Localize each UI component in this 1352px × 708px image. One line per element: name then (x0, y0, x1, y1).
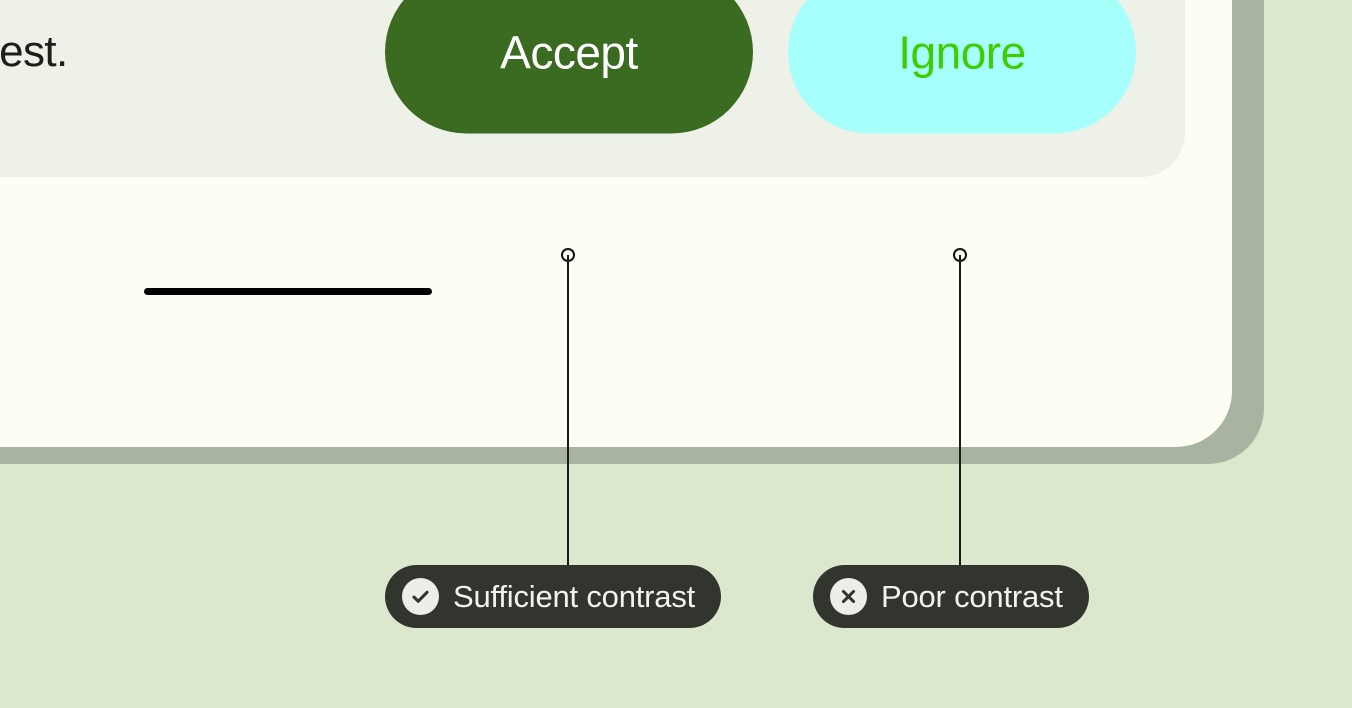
text-underline-bar (144, 288, 432, 295)
ignore-button[interactable]: Ignore (788, 0, 1136, 134)
callout-label: Sufficient contrast (453, 579, 696, 614)
accept-button[interactable]: Accept (385, 0, 753, 134)
list-item[interactable]: a request. Accept Ignore (0, 0, 1185, 177)
callout-badge-sufficient-contrast: Sufficient contrast (385, 565, 722, 628)
callout-leader-line-ignore (959, 255, 961, 570)
callout-badge-poor-contrast: Poor contrast (813, 565, 1089, 628)
check-circle-icon (402, 578, 439, 615)
list-rows: a request. Accept Ignore (0, 0, 1185, 177)
x-circle-icon (830, 578, 867, 615)
row-action-group: Accept Ignore (385, 0, 1136, 134)
callout-leader-line-accept (567, 255, 569, 570)
content-card: a request. Accept Ignore (0, 0, 1232, 447)
callout-label: Poor contrast (881, 579, 1063, 614)
list-item-label: a request. (0, 27, 68, 76)
